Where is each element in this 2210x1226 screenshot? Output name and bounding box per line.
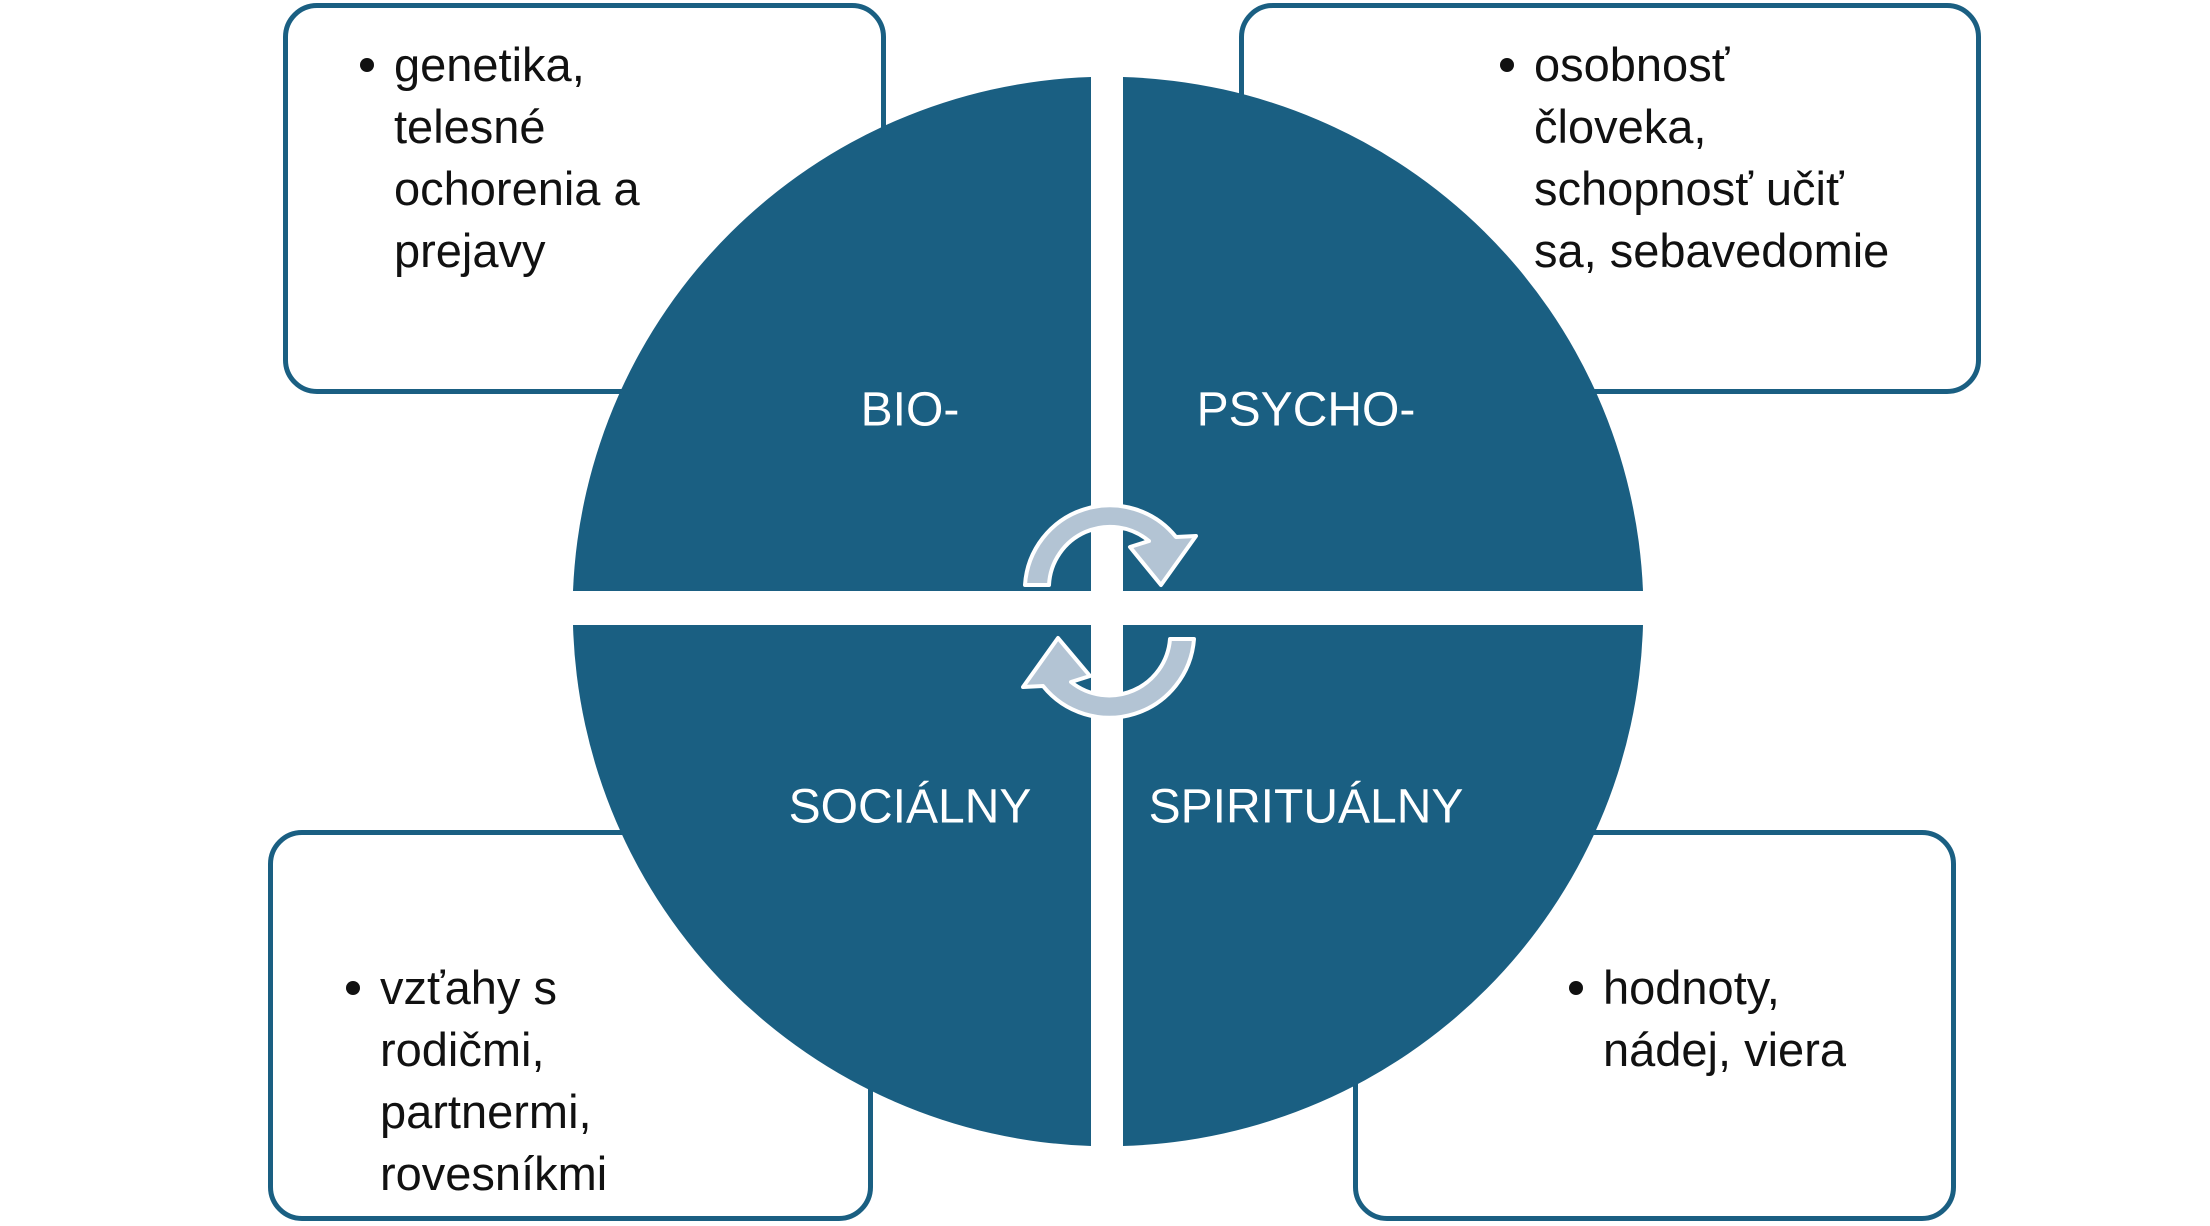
list-item: prejavy [394, 224, 546, 277]
box-psycho-list: osobnosť človeka, schopnosť učiť sa, seb… [1494, 34, 1889, 282]
box-spiritual-list: hodnoty, nádej, viera [1563, 957, 1846, 1081]
list-item: ochorenia a [394, 162, 640, 215]
list-item: partnermi, [380, 1085, 592, 1138]
list-item: hodnoty, [1569, 957, 1846, 1019]
quadrant-spiritual [1123, 625, 1643, 1146]
list-item: genetika, [360, 34, 640, 96]
quadrant-bio-label: BIO- [861, 384, 960, 437]
quadrant-psycho [1123, 77, 1643, 591]
list-item: rovesníkmi [380, 1147, 608, 1200]
list-item: rodičmi, [380, 1023, 545, 1076]
box-social-list: vzťahy s rodičmi, partnermi, rovesníkmi [340, 957, 607, 1205]
circle-quadrants [573, 77, 1643, 1146]
list-item: sa, sebavedomie [1534, 224, 1890, 277]
clockwise-arrow-icon [1021, 636, 1196, 720]
list-item: vzťahy s [345, 957, 607, 1019]
list-item: telesné [394, 100, 546, 153]
quadrant-psycho-label: PSYCHO- [1197, 384, 1416, 437]
list-item: osobnosť [1499, 34, 1889, 96]
quadrant-social-label: SOCIÁLNY [789, 781, 1032, 834]
clockwise-arrow-icon [1023, 503, 1198, 587]
quadrant-bio [573, 77, 1091, 591]
quadrant-social [573, 625, 1091, 1146]
box-bio-list: genetika, telesné ochorenia a prejavy [354, 34, 640, 282]
list-item: človeka, [1534, 100, 1707, 153]
list-item: schopnosť učiť [1534, 162, 1844, 215]
list-item: nádej, viera [1603, 1023, 1846, 1076]
quadrant-spiritual-label: SPIRITUÁLNY [1149, 781, 1464, 834]
